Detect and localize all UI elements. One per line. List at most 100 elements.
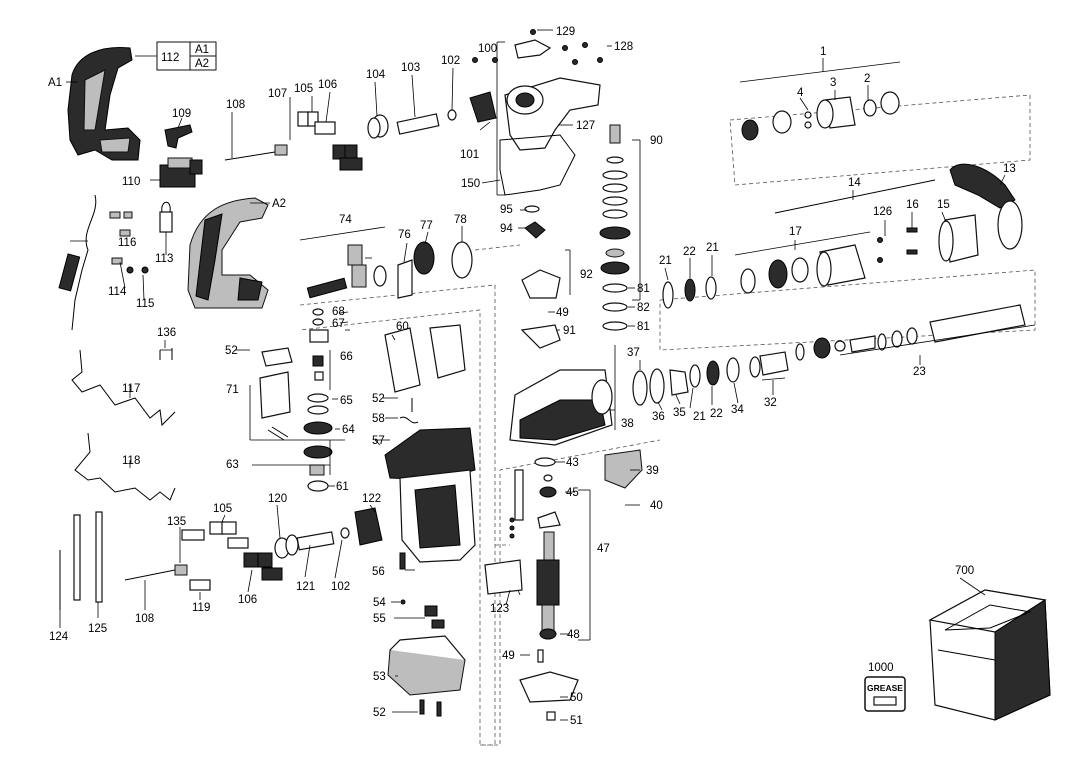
label-67: 67 — [332, 318, 345, 330]
label-77: 77 — [420, 220, 433, 232]
label-102b: 102 — [331, 581, 350, 593]
label-1000: 1000 — [868, 662, 894, 674]
label-118: 118 — [122, 455, 140, 467]
label-21a: 21 — [659, 255, 672, 267]
motor-housing — [384, 324, 476, 563]
label-126: 126 — [873, 206, 892, 218]
part-stack-90 — [599, 124, 631, 331]
label-100: 100 — [478, 43, 497, 55]
label-47: 47 — [597, 543, 610, 555]
label-52a: 52 — [225, 345, 238, 357]
label-125: 125 — [88, 623, 107, 635]
label-21d: 21 — [693, 411, 706, 423]
label-1: 1 — [820, 46, 826, 58]
label-76: 76 — [398, 229, 411, 241]
label-136: 136 — [157, 327, 176, 339]
label-108b: 108 — [135, 613, 154, 625]
label-150: 150 — [461, 178, 480, 190]
wire-118 — [74, 432, 176, 501]
carry-case — [928, 589, 1051, 721]
label-95: 95 — [500, 204, 513, 216]
chuck-parts-1 — [741, 91, 900, 141]
label-109: 109 — [172, 108, 191, 120]
depth-rod — [774, 179, 936, 214]
label-82: 82 — [637, 302, 650, 314]
label-94: 94 — [500, 223, 513, 235]
label-37: 37 — [627, 347, 640, 359]
label-17: 17 — [789, 226, 802, 238]
label-66: 66 — [340, 351, 353, 363]
label-104: 104 — [366, 69, 386, 81]
label-101: 101 — [460, 149, 479, 161]
label-23: 23 — [913, 366, 926, 378]
label-115: 115 — [136, 298, 154, 310]
grease-text: GREASE — [867, 683, 903, 693]
label-102: 102 — [441, 55, 460, 67]
label-48: 48 — [567, 629, 580, 641]
label-63: 63 — [226, 459, 239, 471]
label-105: 105 — [294, 83, 313, 95]
label-116: 116 — [118, 237, 136, 249]
label-53: 53 — [373, 671, 386, 683]
label-22b: 22 — [710, 408, 723, 420]
label-box-a1: A1 — [195, 44, 209, 56]
label-107: 107 — [268, 88, 287, 100]
label-32: 32 — [764, 397, 777, 409]
label-49b: 49 — [502, 650, 515, 662]
label-71: 71 — [226, 384, 239, 396]
lock-lever — [164, 124, 193, 149]
label-110: 110 — [122, 176, 140, 188]
armature — [534, 457, 561, 640]
label-65: 65 — [340, 395, 353, 407]
label-127: 127 — [576, 120, 595, 132]
label-81a: 81 — [637, 283, 650, 295]
label-135: 135 — [167, 516, 186, 528]
label-91: 91 — [563, 325, 576, 337]
label-51: 51 — [570, 715, 583, 727]
label-61: 61 — [336, 481, 349, 493]
label-16: 16 — [906, 199, 919, 211]
label-45: 45 — [566, 487, 579, 499]
label-54: 54 — [373, 597, 386, 609]
assembly-outlines — [299, 94, 1036, 746]
label-15: 15 — [937, 199, 950, 211]
label-700: 700 — [955, 565, 974, 577]
label-58: 58 — [372, 413, 385, 425]
label-112: 112 — [161, 52, 179, 64]
label-120: 120 — [268, 493, 287, 505]
label-114: 114 — [108, 286, 127, 298]
label-43: 43 — [566, 457, 579, 469]
label-21b: 21 — [706, 242, 719, 254]
label-49a: 49 — [556, 307, 569, 319]
label-68: 68 — [332, 306, 345, 318]
label-50: 50 — [570, 692, 583, 704]
label-74: 74 — [339, 214, 352, 226]
side-handle — [938, 163, 1023, 263]
label-60: 60 — [396, 321, 409, 333]
label-2: 2 — [864, 73, 870, 85]
part-labels: A1 112 A1 A2 A2 109 110 108 107 105 106 … — [48, 26, 1016, 727]
label-121: 121 — [296, 581, 315, 593]
label-3: 3 — [830, 77, 836, 89]
label-14: 14 — [848, 177, 861, 189]
label-34: 34 — [731, 404, 744, 416]
label-52c: 52 — [373, 707, 386, 719]
label-13: 13 — [1003, 163, 1016, 175]
wire-117 — [71, 349, 176, 427]
label-35: 35 — [673, 407, 686, 419]
label-117: 117 — [122, 383, 140, 395]
label-108: 108 — [226, 99, 245, 111]
label-124: 124 — [49, 631, 69, 643]
label-36: 36 — [652, 411, 665, 423]
label-105b: 105 — [213, 503, 232, 515]
label-box-a2: A2 — [195, 58, 209, 70]
label-56: 56 — [372, 566, 385, 578]
label-128: 128 — [614, 41, 633, 53]
label-4: 4 — [797, 87, 804, 99]
label-119: 119 — [192, 602, 210, 614]
label-39: 39 — [646, 465, 659, 477]
housing-a1 — [67, 46, 141, 161]
label-64: 64 — [342, 424, 355, 436]
label-57: 57 — [372, 435, 385, 447]
